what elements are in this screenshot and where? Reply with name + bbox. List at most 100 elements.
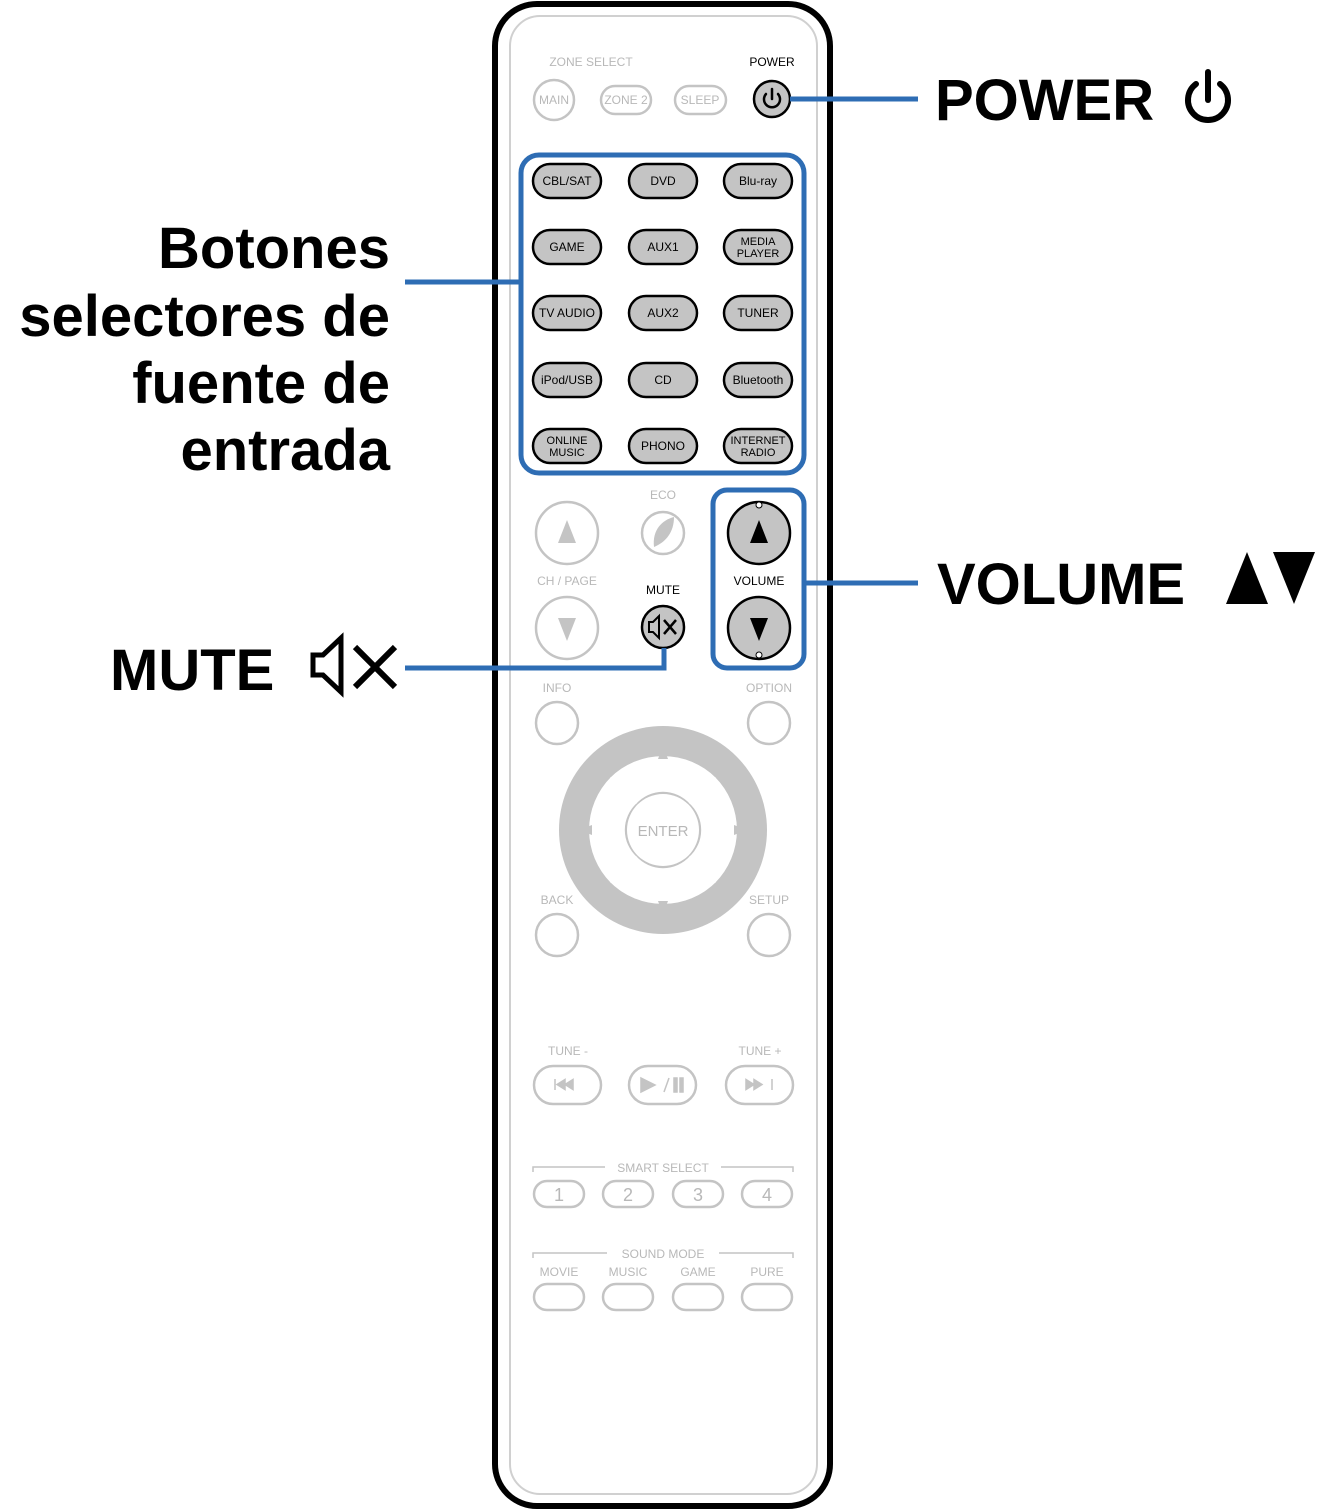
svg-text:SLEEP: SLEEP [681, 93, 720, 107]
mute-button[interactable] [640, 604, 686, 650]
up-arrow-icon [558, 520, 576, 543]
power-icon [1185, 69, 1231, 123]
source-button-label: TV AUDIO [539, 306, 595, 320]
leaf-icon [653, 517, 674, 547]
play-pause-button[interactable] [627, 1064, 698, 1106]
dpad-left[interactable] [589, 777, 637, 883]
smart-select-button-3[interactable]: 3 [671, 1179, 725, 1209]
source-button-blu-ray[interactable]: Blu-ray [722, 162, 794, 200]
zone2-button[interactable]: ZONE 2 [599, 84, 653, 116]
dpad[interactable]: ENTER [559, 726, 767, 934]
source-button-aux2[interactable]: AUX2 [627, 294, 699, 332]
smart-select-label: SMART SELECT [617, 1161, 709, 1175]
source-button-label: Bluetooth [733, 373, 784, 387]
remote-inner-edge [509, 15, 818, 1495]
back-button[interactable] [534, 912, 580, 958]
down-arrow-icon [750, 618, 768, 641]
source-button-label: MEDIA [741, 236, 777, 248]
power-icon [762, 87, 782, 109]
source-button-ipod-usb[interactable]: iPod/USB [531, 361, 603, 399]
source-button-label: ONLINE [547, 435, 588, 447]
zone-select-label: ZONE SELECT [549, 55, 633, 69]
mute-leader-line [405, 648, 667, 671]
source-button-bluetooth[interactable]: Bluetooth [722, 361, 794, 399]
smart-select-button-4[interactable]: 4 [740, 1179, 794, 1209]
svg-text:ZONE 2: ZONE 2 [604, 93, 648, 107]
dpad-up[interactable] [610, 756, 716, 804]
source-button-tuner[interactable]: TUNER [722, 294, 794, 332]
source-button-label: PHONO [641, 439, 685, 453]
volume-up-button[interactable] [726, 500, 792, 566]
info-button[interactable] [534, 700, 580, 746]
play-pause-icon [640, 1076, 684, 1094]
source-button-label: INTERNET [731, 435, 786, 447]
eco-button[interactable] [640, 510, 686, 556]
smart-select-button-1[interactable]: 1 [532, 1179, 586, 1209]
mute-icon [648, 613, 677, 641]
info-label: INFO [543, 681, 572, 695]
dpad-down[interactable] [610, 856, 716, 904]
source-button-label: Blu-ray [739, 174, 777, 188]
smart-select-number: 4 [762, 1185, 772, 1205]
source-callout-line2: selectores de [19, 284, 390, 349]
sound-mode-label-0: MOVIE [540, 1265, 579, 1279]
setup-label: SETUP [749, 893, 789, 907]
skip-forward-icon [745, 1078, 773, 1091]
source-button-label: CBL/SAT [542, 174, 592, 188]
source-button-tv-audio[interactable]: TV AUDIO [531, 294, 603, 332]
svg-text:MAIN: MAIN [539, 93, 569, 107]
eco-label: ECO [650, 488, 676, 502]
sound-mode-label: SOUND MODE [622, 1247, 705, 1261]
sound-mode-button-music[interactable] [601, 1282, 655, 1312]
sound-mode-button-pure[interactable] [740, 1282, 794, 1312]
down-arrow-icon [558, 618, 576, 641]
previous-button[interactable] [532, 1064, 603, 1106]
source-button-label: AUX2 [647, 306, 679, 320]
smart-select-number: 3 [693, 1185, 703, 1205]
option-label: OPTION [746, 681, 792, 695]
enter-button[interactable] [627, 794, 699, 866]
source-button-label: MUSIC [549, 447, 585, 459]
sound-mode-label-3: PURE [750, 1265, 783, 1279]
source-button-label: iPod/USB [541, 373, 593, 387]
back-label: BACK [541, 893, 574, 907]
source-button-cbl-sat[interactable]: CBL/SAT [531, 162, 603, 200]
source-button-aux1[interactable]: AUX1 [627, 228, 699, 266]
mute-icon [310, 632, 398, 698]
sound-mode-button-game[interactable] [671, 1282, 725, 1312]
volume-down-icon [1273, 552, 1315, 604]
source-callout-line1: Botones [158, 216, 390, 281]
tune-minus-label: TUNE - [548, 1044, 588, 1058]
volume-down-button[interactable] [726, 595, 792, 661]
source-button-phono[interactable]: PHONO [627, 427, 699, 465]
source-button-label: TUNER [737, 306, 779, 320]
source-highlight-box [518, 152, 807, 476]
source-button-dvd[interactable]: DVD [627, 162, 699, 200]
volume-label: VOLUME [734, 574, 785, 588]
source-button-game[interactable]: GAME [531, 228, 603, 266]
setup-button[interactable] [746, 912, 792, 958]
source-button-label: RADIO [741, 447, 776, 459]
ch-down-button[interactable] [534, 595, 600, 661]
dpad-right[interactable] [689, 777, 737, 883]
sound-mode-button-movie[interactable] [532, 1282, 586, 1312]
source-button-label: DVD [650, 174, 676, 188]
skip-back-icon [554, 1078, 574, 1091]
smart-select-button-2[interactable]: 2 [601, 1179, 655, 1209]
enter-label: ENTER [638, 823, 689, 840]
volume-up-icon [1226, 552, 1268, 604]
next-button[interactable] [724, 1064, 795, 1106]
sleep-button[interactable]: SLEEP [673, 84, 728, 116]
ch-up-button[interactable] [534, 500, 600, 566]
volume-callout: VOLUME [937, 552, 1185, 617]
up-arrow-icon [750, 520, 768, 543]
power-button[interactable] [752, 79, 792, 119]
option-button[interactable] [746, 700, 792, 746]
ch-page-label: CH / PAGE [537, 574, 597, 588]
main-button[interactable]: MAIN [532, 78, 576, 122]
source-button-cd[interactable]: CD [627, 361, 699, 399]
